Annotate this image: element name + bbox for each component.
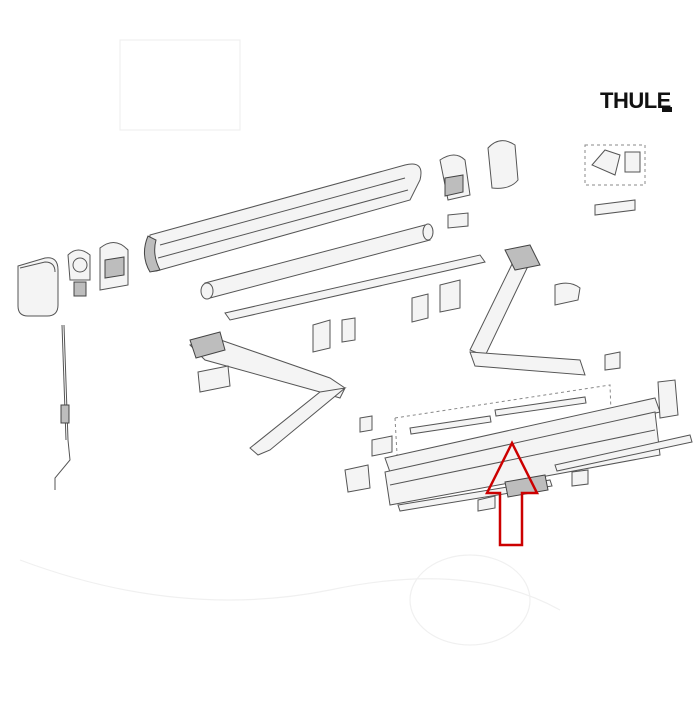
left-support-arm xyxy=(189,331,347,456)
left-mounting-parts xyxy=(67,242,129,297)
highlight-arrow xyxy=(484,440,540,547)
inset-parts-box xyxy=(584,144,646,216)
right-support-arm xyxy=(469,244,586,376)
roller-tube xyxy=(200,223,434,300)
brand-logo-mark xyxy=(662,107,672,112)
awning-cassette-housing xyxy=(144,163,422,273)
left-end-cap xyxy=(17,257,59,317)
brand-logo-text: THULE xyxy=(600,88,671,113)
clip-parts xyxy=(312,279,621,371)
right-end-cap-parts xyxy=(439,140,519,229)
tension-rods xyxy=(394,384,613,473)
fabric-strip xyxy=(224,254,486,321)
lead-bar-end-caps xyxy=(344,379,679,493)
crank-handle xyxy=(54,324,71,490)
brand-logo: THULE xyxy=(600,88,672,114)
ghost-outlines xyxy=(19,39,561,646)
